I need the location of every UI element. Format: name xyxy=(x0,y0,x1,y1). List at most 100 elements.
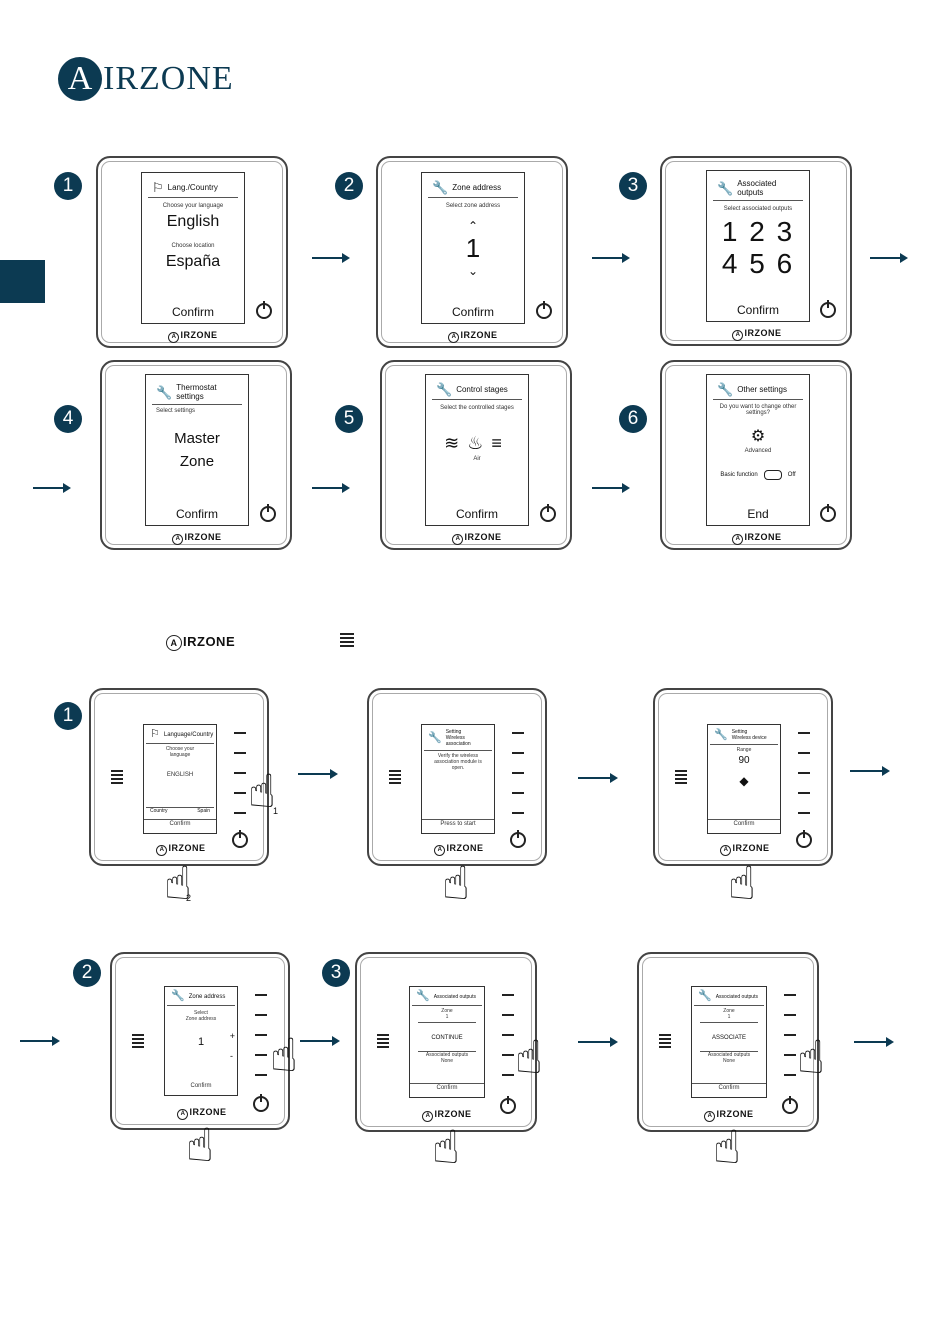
side-button[interactable] xyxy=(234,792,246,794)
power-icon[interactable] xyxy=(510,830,526,848)
option-master[interactable]: Master xyxy=(174,430,220,447)
chevron-down-icon[interactable]: ⌄ xyxy=(467,264,479,278)
language-value[interactable]: English xyxy=(166,213,220,230)
chevron-up-icon[interactable]: ⌃ xyxy=(467,219,479,233)
side-button[interactable] xyxy=(512,772,524,774)
basic-function-label: Basic function xyxy=(720,472,758,478)
side-button[interactable] xyxy=(784,1054,796,1056)
side-button[interactable] xyxy=(502,1054,514,1056)
menu-icon[interactable] xyxy=(377,1034,389,1050)
confirm-button[interactable]: Confirm xyxy=(175,507,218,521)
power-icon[interactable] xyxy=(820,504,836,522)
blueface-device-6: 🔧Associated outputs Zone 1 ASSOCIATE Ass… xyxy=(637,952,819,1132)
power-icon[interactable] xyxy=(782,1096,798,1114)
range-label: Range xyxy=(736,747,752,753)
confirm-button[interactable]: Confirm xyxy=(708,819,780,827)
power-icon[interactable] xyxy=(500,1096,516,1114)
side-button[interactable] xyxy=(502,1074,514,1076)
wrench-icon: 🔧 xyxy=(171,990,185,1002)
wrench-icon: 🔧 xyxy=(717,382,734,397)
power-icon[interactable] xyxy=(796,830,812,848)
confirm-button[interactable]: Confirm xyxy=(736,303,779,317)
increase-control[interactable]: + xyxy=(229,1031,235,1041)
side-button[interactable] xyxy=(512,752,524,754)
press-to-start-button[interactable]: Press to start xyxy=(422,819,494,827)
screen-header: 🔧Control stages xyxy=(432,381,522,400)
outputs-row-1[interactable]: 1 2 3 xyxy=(721,216,795,247)
confirm-button[interactable]: Confirm xyxy=(190,1083,212,1089)
confirm-button[interactable]: Confirm xyxy=(171,305,214,319)
basic-function-toggle[interactable] xyxy=(763,470,782,480)
menu-icon[interactable] xyxy=(659,1034,671,1050)
thermostat-device-4: 🔧Thermostat settings Select settings Mas… xyxy=(100,360,292,550)
thermostat-screen: 🔧Other settings Do you want to change ot… xyxy=(706,374,810,526)
menu-icon[interactable] xyxy=(675,770,687,786)
confirm-button[interactable]: Confirm xyxy=(144,819,216,827)
side-button[interactable] xyxy=(512,732,524,734)
side-button[interactable] xyxy=(784,1014,796,1016)
side-button[interactable] xyxy=(784,1074,796,1076)
confirm-button[interactable]: Confirm xyxy=(410,1083,484,1091)
language-value[interactable]: ENGLISH xyxy=(166,772,194,778)
side-button[interactable] xyxy=(234,752,246,754)
power-icon[interactable] xyxy=(253,1094,269,1112)
menu-icon[interactable] xyxy=(132,1034,144,1050)
location-value[interactable]: España xyxy=(165,253,221,270)
confirm-button[interactable]: Confirm xyxy=(455,507,498,521)
blueface-device-5: 🔧Associated outputs Zone 1 CONTINUE Asso… xyxy=(355,952,537,1132)
side-button[interactable] xyxy=(784,1034,796,1036)
side-button[interactable] xyxy=(798,792,810,794)
power-icon[interactable] xyxy=(536,301,552,319)
stages-hint: Select the controlled stages xyxy=(440,405,514,411)
continue-option[interactable]: CONTINUE xyxy=(431,1035,463,1041)
power-icon[interactable] xyxy=(232,830,248,848)
other-settings-hint: Do you want to change other settings? xyxy=(719,404,797,416)
side-button[interactable] xyxy=(512,792,524,794)
hand-pointer-icon: ☝ xyxy=(442,857,471,909)
side-button[interactable] xyxy=(255,1034,267,1036)
decrease-control[interactable]: - xyxy=(230,1051,233,1061)
side-button[interactable] xyxy=(234,732,246,734)
menu-icon[interactable] xyxy=(111,770,123,786)
power-icon[interactable] xyxy=(256,301,272,319)
side-button[interactable] xyxy=(784,994,796,996)
gear-icon[interactable]: ⚙ xyxy=(750,428,766,445)
side-button[interactable] xyxy=(798,772,810,774)
side-button[interactable] xyxy=(798,812,810,814)
power-icon[interactable] xyxy=(820,300,836,318)
side-button[interactable] xyxy=(512,812,524,814)
side-button[interactable] xyxy=(255,1014,267,1016)
side-button[interactable] xyxy=(798,752,810,754)
power-icon[interactable] xyxy=(260,504,276,522)
side-button[interactable] xyxy=(798,732,810,734)
air-stage-icons[interactable]: ≋♨≡ xyxy=(444,433,510,453)
confirm-button[interactable]: Confirm xyxy=(692,1083,766,1091)
side-button[interactable] xyxy=(255,1074,267,1076)
side-button[interactable] xyxy=(255,994,267,996)
menu-icon[interactable] xyxy=(389,770,401,786)
screen-title: Control stages xyxy=(456,385,508,394)
confirm-button[interactable]: Confirm xyxy=(451,305,494,319)
side-button[interactable] xyxy=(234,812,246,814)
side-button[interactable] xyxy=(255,1054,267,1056)
side-button[interactable] xyxy=(502,1034,514,1036)
associate-option[interactable]: ASSOCIATE xyxy=(712,1035,746,1041)
option-zone[interactable]: Zone xyxy=(179,453,215,470)
side-button[interactable] xyxy=(234,772,246,774)
side-button[interactable] xyxy=(502,994,514,996)
end-button[interactable]: End xyxy=(747,507,769,521)
hand-pointer-icon: ☝ xyxy=(797,1031,826,1083)
hand-pointer-icon: ☝ xyxy=(515,1031,544,1083)
stage-label: Air xyxy=(473,456,481,462)
side-button[interactable] xyxy=(502,1014,514,1016)
power-icon[interactable] xyxy=(540,504,556,522)
screen-header: ⚐Lang./Country xyxy=(148,179,238,198)
outputs-row-2[interactable]: 4 5 6 xyxy=(721,248,795,279)
